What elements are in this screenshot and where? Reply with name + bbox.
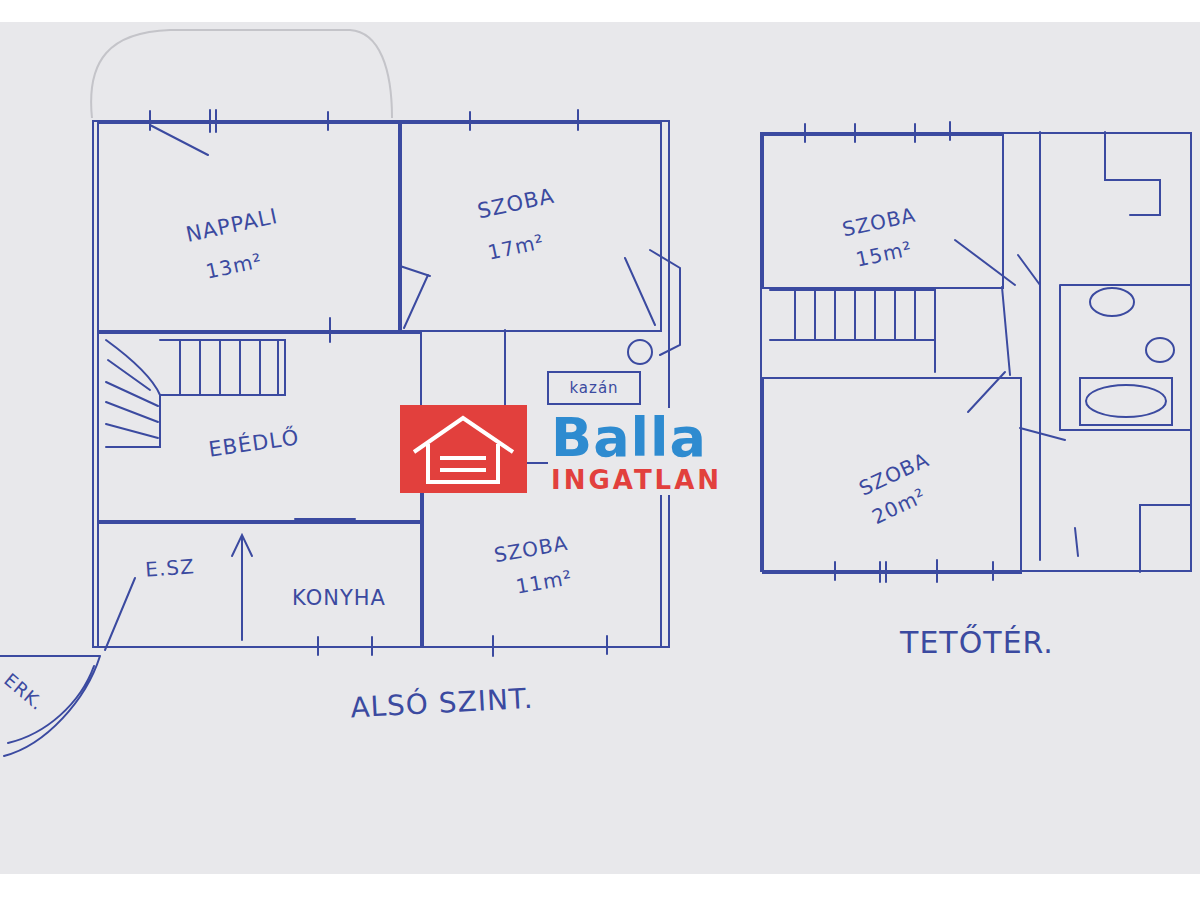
room-area: 17m² (486, 230, 546, 263)
room-name: SZOBA (475, 185, 556, 224)
room-area: 13m² (204, 249, 264, 282)
watermark-square (400, 405, 527, 493)
floor-outline: ALSÓ SZINT.NAPPALI13m²SZOBA17m²EBÉDLŐKON… (92, 120, 670, 648)
wall-lines (0, 110, 1190, 756)
watermark-text: Balla (548, 408, 710, 467)
room-name: SZOBA (840, 203, 917, 240)
floor-heading: ALSÓ SZINT. (350, 684, 535, 724)
room-name: KONYHA (292, 587, 386, 610)
room-box: SZOBA 17m² (400, 122, 662, 332)
room-name: NAPPALI (184, 205, 280, 247)
room-name: EBÉDLŐ (207, 426, 301, 462)
room-tag: E.SZ (145, 555, 196, 580)
balcony-label: ERK. (0, 670, 48, 714)
paper-sheet (0, 22, 1200, 874)
room-box: KONYHA (97, 522, 422, 648)
floor-heading: TETŐTÉR. (900, 626, 1054, 659)
watermark-house (414, 418, 513, 482)
watermark-text: INGATLAN (548, 466, 725, 495)
room-box: SZOBA20m² (762, 377, 1022, 574)
room-box: NAPPALI13m² (97, 122, 400, 332)
boiler-label: kazán (569, 380, 618, 397)
room-name: SZOBA (492, 532, 569, 567)
room-box: SZOBA15m² (762, 134, 1004, 289)
pencil-arc (91, 30, 392, 118)
room-box: EBÉDLŐ (97, 332, 422, 522)
room-box: SZOBA11m² (422, 462, 662, 648)
floor-outline: TETŐTÉR.SZOBA15m²SZOBA20m² (760, 132, 1192, 572)
room-area: 15m² (854, 237, 914, 270)
room-area: 11m² (514, 566, 574, 598)
